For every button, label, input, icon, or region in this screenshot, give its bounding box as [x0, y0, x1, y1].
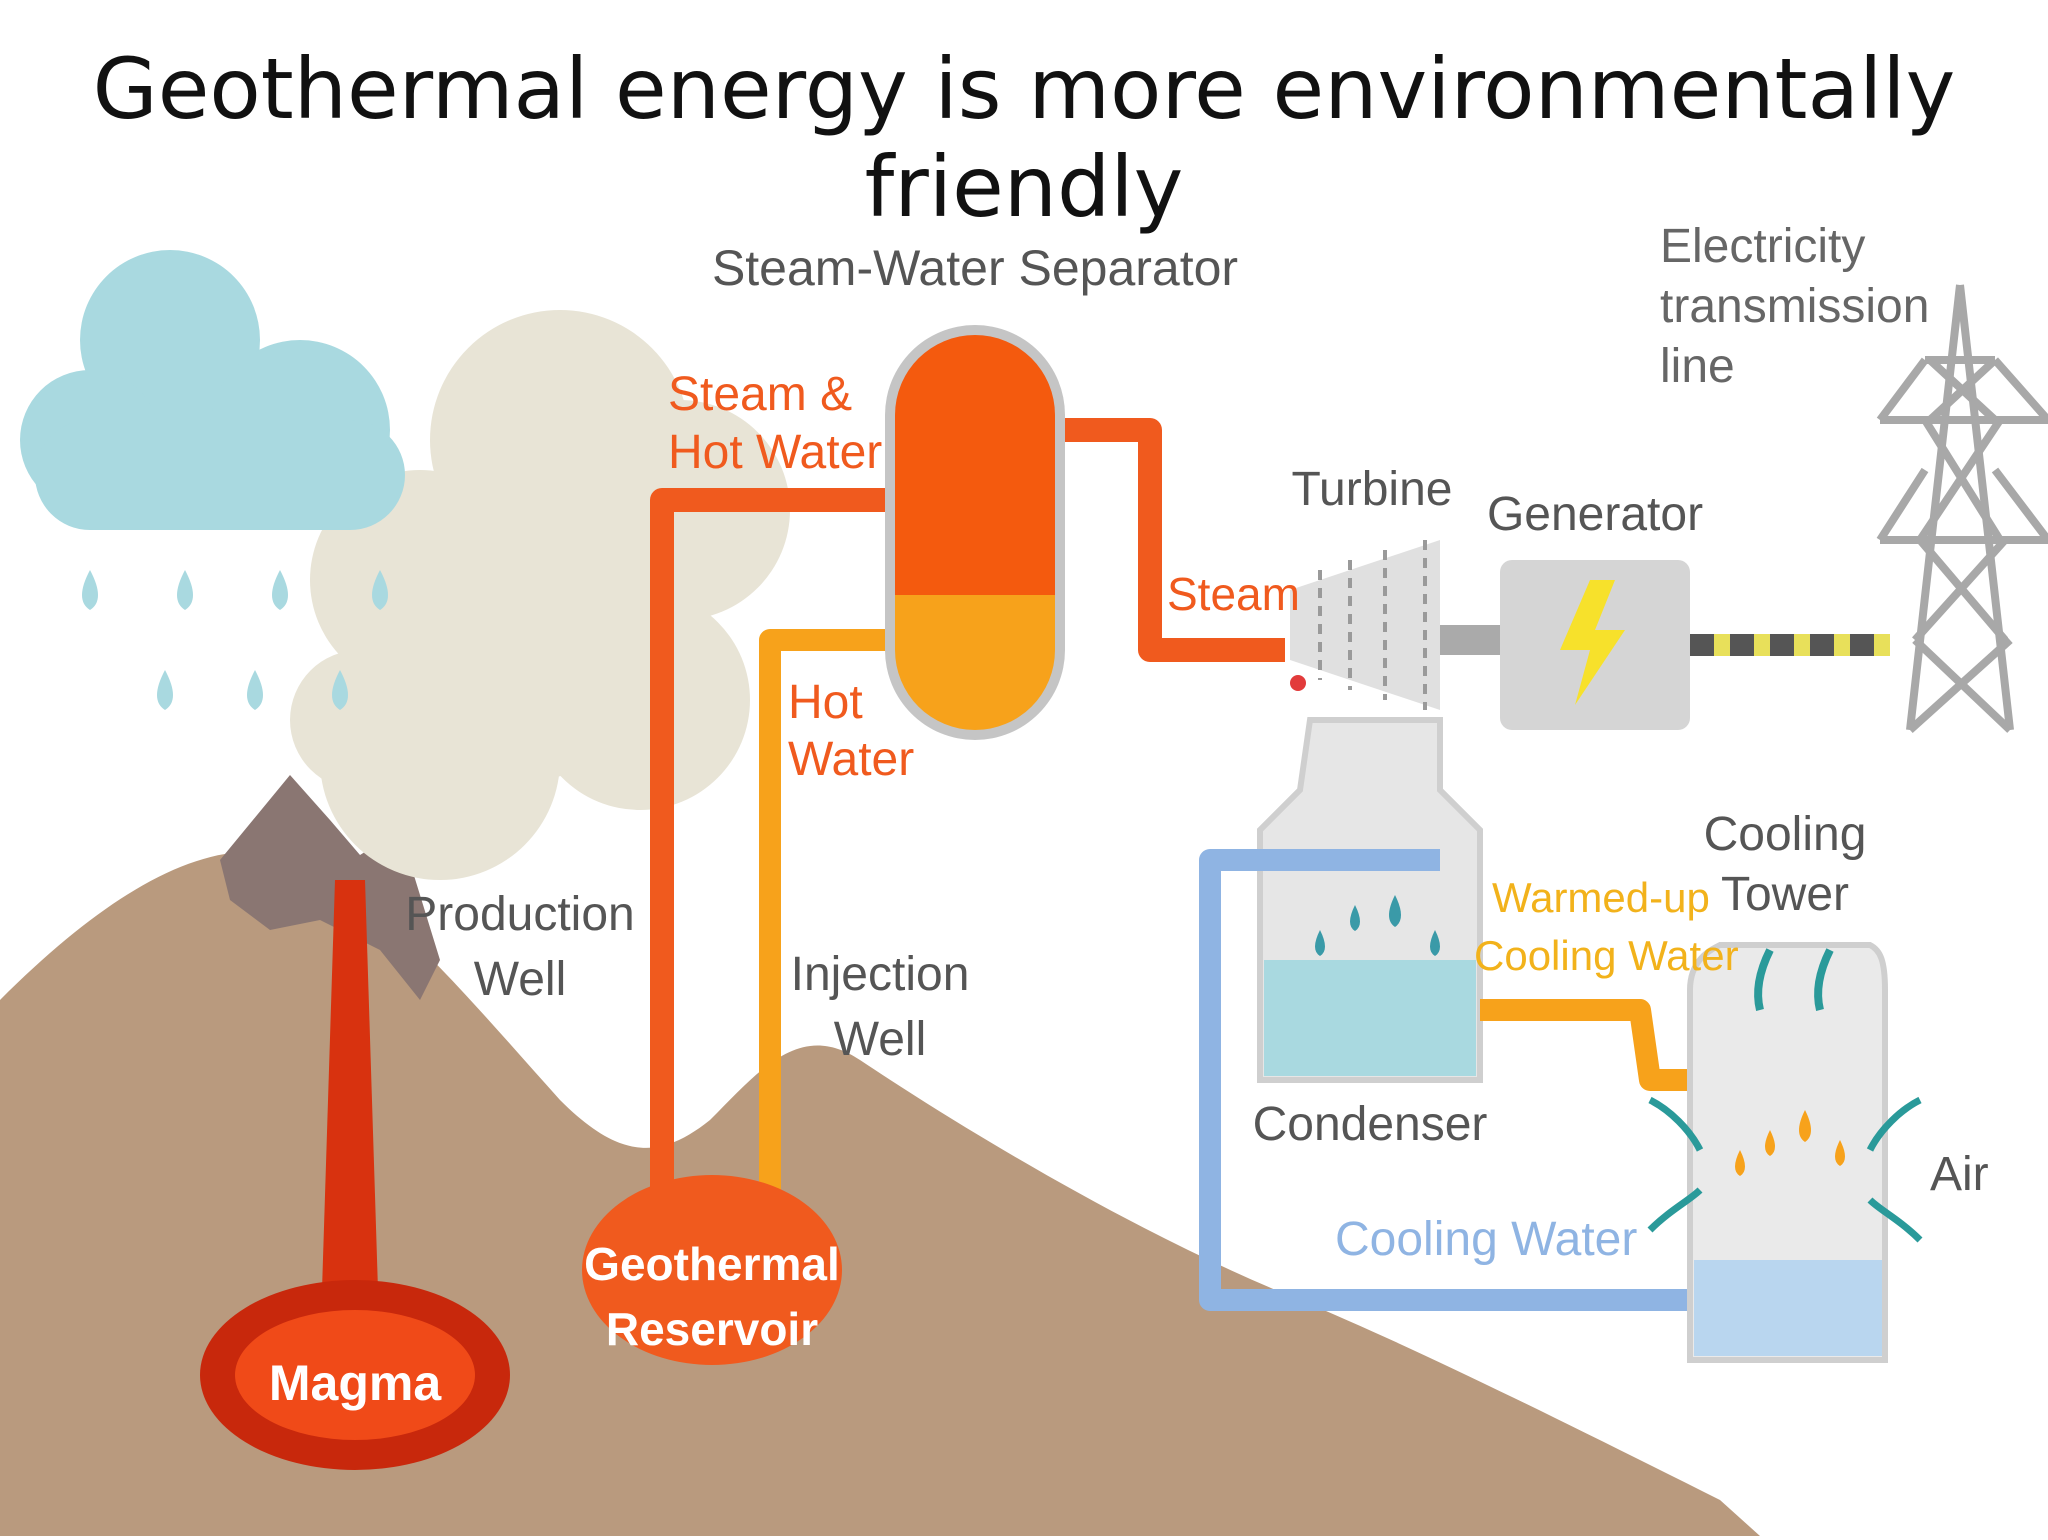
- turbine-label: Turbine: [1292, 463, 1453, 516]
- volcano-peak: [220, 775, 440, 1000]
- condenser-label: Condenser: [1253, 1098, 1488, 1151]
- injection-well-label-line2: Well: [834, 1013, 926, 1066]
- geothermal-reservoir: [582, 1175, 842, 1365]
- injection-well-pipe: [759, 629, 890, 1220]
- injection-well-label-line1: Injection: [791, 948, 970, 1001]
- rain-cloud: [20, 250, 405, 530]
- rain-drops: [82, 570, 388, 710]
- generator-label: Generator: [1487, 488, 1703, 541]
- transmission-tower-icon: [1876, 284, 2048, 733]
- lightning-icon: [1560, 580, 1625, 705]
- steam-label: Steam: [1167, 568, 1300, 620]
- production-well-label-line1: Production: [405, 888, 634, 941]
- cooling-water-pipe: [1199, 849, 1735, 1311]
- steam-pipe: [1060, 418, 1285, 662]
- electricity-label-line1: Electricity: [1660, 220, 1865, 273]
- warmed-water-label-line2: Cooling Water: [1474, 932, 1739, 979]
- separator-label: Steam-Water Separator: [712, 240, 1238, 296]
- generator: [1500, 560, 1690, 730]
- air-label: Air: [1930, 1148, 1989, 1201]
- magma-conduit: [322, 880, 378, 1290]
- condenser: [1257, 717, 1483, 1083]
- air-arrows: [1647, 1096, 1923, 1243]
- production-well-pipe: [650, 488, 890, 1220]
- steam-hot-water-label-line2: Hot Water: [668, 426, 882, 479]
- volcano-smoke: [290, 310, 790, 880]
- cooling-tower-label-line2: Tower: [1721, 868, 1849, 921]
- hot-water-label-line2: Water: [788, 733, 914, 786]
- page-title: Geothermal energy is more environmentall…: [92, 40, 1956, 236]
- magma-chamber-inner: [235, 1310, 475, 1440]
- cooling-tower-label-line1: Cooling: [1704, 808, 1867, 861]
- hot-water-label-line1: Hot: [788, 676, 863, 729]
- electricity-label-line2: transmission: [1660, 280, 1929, 333]
- steam-water-separator: [885, 325, 1065, 740]
- reservoir-label-line1: Geothermal: [584, 1238, 840, 1290]
- reservoir-label-line2: Reservoir: [606, 1303, 818, 1355]
- cooling-tower: [1687, 942, 1888, 1363]
- warmed-water-label-line1: Warmed-up: [1492, 874, 1710, 921]
- cooling-water-label: Cooling Water: [1335, 1213, 1637, 1266]
- steam-hot-water-label-line1: Steam &: [668, 368, 852, 421]
- electricity-label-line3: line: [1660, 340, 1735, 393]
- turbine: [1290, 540, 1500, 710]
- production-well-label-line2: Well: [474, 953, 566, 1006]
- magma-label: Magma: [269, 1355, 442, 1411]
